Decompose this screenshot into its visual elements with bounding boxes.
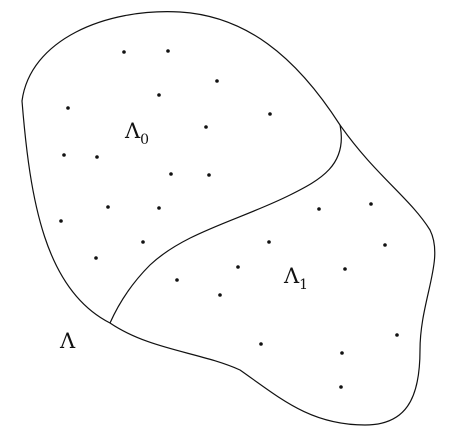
point xyxy=(268,112,272,116)
point xyxy=(169,172,173,176)
point xyxy=(157,206,161,210)
outer-boundary xyxy=(21,11,436,426)
point xyxy=(340,351,344,355)
point xyxy=(339,385,343,389)
lambda0-subscript: 0 xyxy=(140,132,149,148)
point xyxy=(343,267,347,271)
point xyxy=(207,173,211,177)
lambda0-symbol: Λ xyxy=(124,119,141,143)
point xyxy=(369,202,373,206)
point xyxy=(122,50,126,54)
region-label-lambda: Λ xyxy=(59,329,76,353)
point xyxy=(66,106,70,110)
point xyxy=(259,342,263,346)
point xyxy=(395,333,399,337)
lambda1-symbol: Λ xyxy=(283,264,300,288)
point xyxy=(95,155,99,159)
point xyxy=(204,125,208,129)
point xyxy=(383,243,387,247)
point xyxy=(175,278,179,282)
point xyxy=(218,293,222,297)
region-label-lambda0: Λ0 xyxy=(124,119,149,148)
point xyxy=(267,240,271,244)
point xyxy=(236,265,240,269)
region-label-lambda1: Λ1 xyxy=(283,264,308,293)
point xyxy=(141,240,145,244)
point xyxy=(166,49,170,53)
lambda1-subscript: 1 xyxy=(299,277,308,293)
point xyxy=(157,93,161,97)
point xyxy=(317,207,321,211)
point xyxy=(94,256,98,260)
dividing-curve xyxy=(109,124,342,324)
point xyxy=(215,79,219,83)
point xyxy=(59,219,63,223)
point xyxy=(106,205,110,209)
point-set xyxy=(59,49,399,389)
point xyxy=(62,153,66,157)
